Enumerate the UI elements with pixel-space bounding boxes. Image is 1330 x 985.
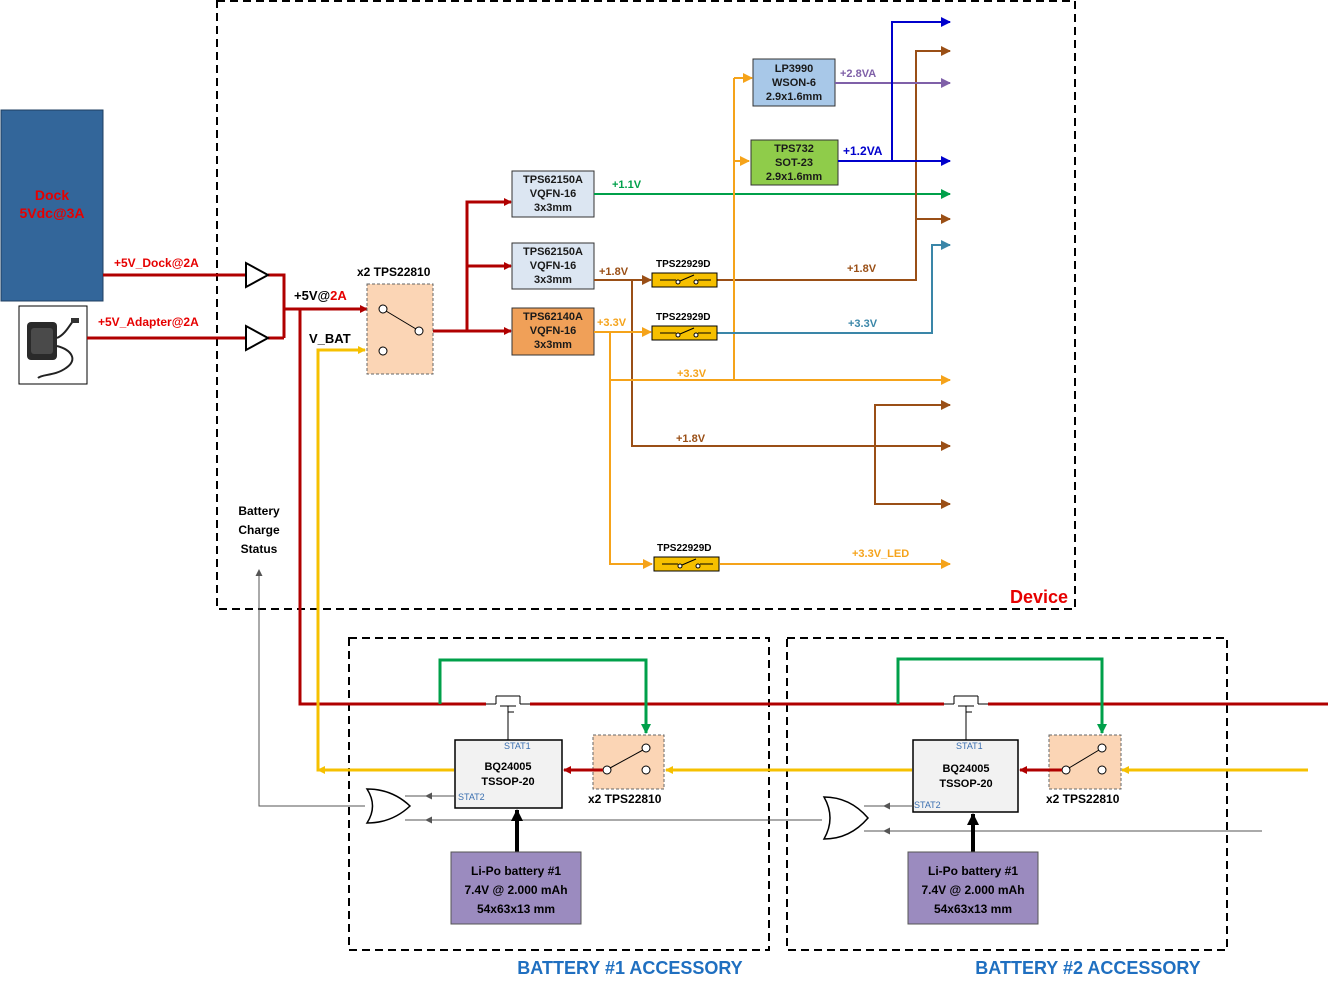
dock-diode-buffer [245,261,271,289]
charge-status-label-3: Status [241,542,278,556]
regulator-3-part: TPS62140A [523,311,583,323]
battery2-accessory-label: BATTERY #2 ACCESSORY [975,958,1200,978]
rail-1v1-label: +1.1V [612,179,642,191]
load-switch-3-label: TPS22929D [657,543,711,554]
battery-1-voltage: 7.4V @ 2.000 mAh [464,883,567,897]
adapter-diode-buffer [245,324,271,352]
charger-2-stat2: STAT2 [914,800,941,810]
battery-2-size: 54x63x13 mm [934,902,1012,916]
input-switch-label: x2 TPS22810 [357,265,431,279]
charger-2-part: BQ24005 [942,763,989,775]
battery-1-block [450,851,582,925]
rail-1v8-wires [594,46,951,509]
charger-1-package: TSSOP-20 [481,776,534,788]
battery1-accessory-boundary [348,637,770,951]
load-switch-3: TPS22929D [653,543,720,572]
rail-1v2a-label: +1.2VA [843,144,883,158]
ldo-tps732-size: 2.9x1.6mm [766,171,822,183]
regulator-1-package: VQFN-16 [530,188,576,200]
regulator-1-part: TPS62150A [523,174,583,186]
battery1-accessory: BQ24005 TSSOP-20 STAT1 STAT2 x2 TPS22810… [365,658,912,925]
battery-2-block [907,851,1039,925]
regulator-feed-wires [433,198,512,335]
accessory-1-switch-label: x2 TPS22810 [588,792,662,806]
load-switch-1: TPS22929D [651,259,718,288]
load-switch-2-label: TPS22929D [656,312,710,323]
battery-1-label: Li-Po battery #1 [471,864,561,878]
battery-1-size: 54x63x13 mm [477,902,555,916]
charger-1-part: BQ24005 [484,761,531,773]
ldo-tps732-part: TPS732 [774,143,814,155]
load-switch-1-label: TPS22929D [656,259,710,270]
rail-3v3-bus-label: +3.3V [677,368,707,380]
rail-3v3-wires [594,73,951,569]
rail-3v3-out-label: +3.3V [597,317,627,329]
regulator-2-size: 3x3mm [534,274,572,286]
input-switch-block [366,283,434,375]
ldo-tps732-block [750,139,839,186]
dock-input-label: +5V_Dock@2A [114,256,199,270]
battery-2-label: Li-Po battery #1 [928,864,1018,878]
ldo-lp3990-block [752,58,836,107]
regulator-3-package: VQFN-16 [530,325,576,337]
rail-1v8-switched-label: +1.8V [847,263,877,275]
charger-1-stat1: STAT1 [504,741,531,751]
status-signal-wires [255,569,1262,835]
ldo-lp3990-part: LP3990 [775,63,814,75]
vbat-return-wire [316,346,454,772]
regulator-1-size: 3x3mm [534,202,572,214]
rail-1v8-bus-label: +1.8V [676,433,706,445]
dock-label-1: Dock [35,187,69,203]
or-gate-2 [822,796,869,840]
device-boundary [216,0,1076,610]
dock-block [0,109,104,302]
charger-1-block [454,739,563,809]
rail-3v3-switched-label: +3.3V [848,318,878,330]
charger-1-stat2: STAT2 [458,792,485,802]
battery1-accessory-label: BATTERY #1 ACCESSORY [517,958,742,978]
accessory-2-switch-block [1048,734,1122,790]
regulator-2-package: VQFN-16 [530,260,576,272]
rail-2v8a-label: +2.8VA [840,68,876,80]
accessory-2-switch-label: x2 TPS22810 [1046,792,1120,806]
fet-icon [486,695,530,740]
adapter-input-label: +5V_Adapter@2A [98,315,199,329]
regulator-2-block [511,242,595,290]
rail-1v2a-wires [838,17,951,166]
charger-2-stat1: STAT1 [956,741,983,751]
input-wires [87,273,440,706]
vbat-label: V_BAT [309,331,351,346]
regulator-3-size: 3x3mm [534,339,572,351]
ldo-tps732-package: SOT-23 [775,157,813,169]
charger-2-block [912,739,1019,813]
rail-5v-label: +5V@2A [294,288,347,303]
rail-1v8-out-label: +1.8V [599,266,629,278]
charger-2-package: TSSOP-20 [939,778,992,790]
battery-2-voltage: 7.4V @ 2.000 mAh [921,883,1024,897]
or-gate-1 [365,788,412,824]
rail-3v3-led-label: +3.3V_LED [852,548,909,560]
rail-3v3-switched-wire [717,240,951,334]
input-switch-symbol [378,304,424,356]
load-switch-2: TPS22929D [651,312,718,341]
dock-label-2: 5Vdc@3A [19,205,84,221]
regulator-1-block [511,170,595,218]
charge-status-label-1: Battery [238,504,280,518]
ldo-lp3990-package: WSON-6 [772,77,816,89]
regulator-3-block [511,307,595,356]
ldo-lp3990-size: 2.9x1.6mm [766,91,822,103]
wall-adapter-icon [18,305,88,385]
fet-icon [944,695,988,740]
device-label: Device [1010,587,1068,607]
charge-status-label-2: Charge [238,523,280,537]
regulator-2-part: TPS62150A [523,246,583,258]
accessory-1-switch-block [592,734,665,790]
battery2-accessory: BQ24005 TSSOP-20 STAT1 STAT2 x2 TPS22810… [822,657,1328,925]
